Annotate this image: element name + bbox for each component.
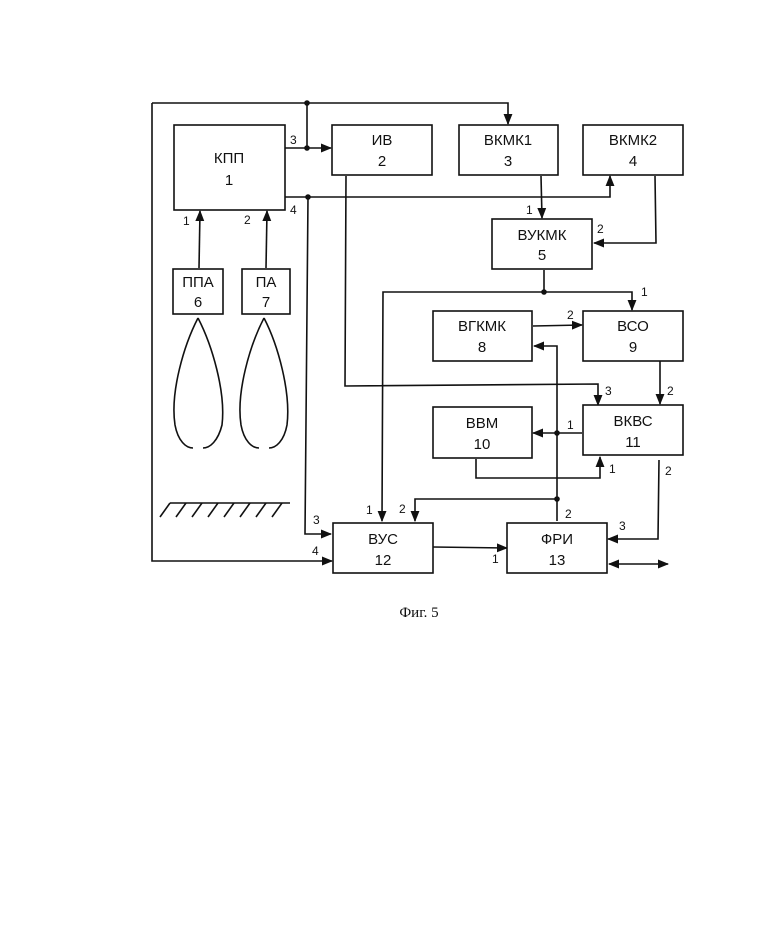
pin-vkvs-3: 3 — [605, 384, 612, 398]
block-vso-name: ВСО — [617, 318, 649, 335]
ground-hatch — [176, 503, 186, 517]
figure-caption: Фиг. 5 — [399, 605, 438, 621]
ground-hatch — [240, 503, 250, 517]
block-kpp-num: 1 — [225, 172, 233, 189]
wire-pa-kpp — [266, 211, 267, 268]
block-vso: ВСО 9 — [583, 311, 683, 361]
block-vkvs: ВКВС 11 — [583, 405, 683, 455]
block-iv: ИВ 2 — [332, 125, 432, 175]
block-vus-name: ВУС — [368, 531, 398, 548]
block-vkvs-num: 11 — [625, 434, 641, 451]
block-vvm-name: ВВМ — [466, 415, 499, 432]
ground-hatch — [224, 503, 234, 517]
wire-vvm-vkvs — [476, 457, 600, 478]
pin-fri-1: 1 — [492, 552, 499, 566]
wire-kpp-vkmk2 — [285, 176, 610, 197]
junction-dot — [304, 100, 310, 106]
ground-hatch — [192, 503, 202, 517]
ground-surface — [160, 503, 290, 517]
pin-vus-3: 3 — [313, 513, 320, 527]
wire-ppa-kpp — [199, 211, 200, 268]
block-vus-num: 12 — [375, 552, 392, 569]
pin-kpp-4: 4 — [290, 203, 297, 217]
block-iv-name: ИВ — [372, 132, 393, 149]
pin-vso-2: 2 — [567, 308, 574, 322]
block-fri: ФРИ 13 — [507, 523, 607, 573]
pin-kpp-2: 2 — [244, 213, 251, 227]
block-vkmk1-name: ВКМК1 — [484, 132, 532, 149]
ground-hatch — [160, 503, 170, 517]
block-vkvs-name: ВКВС — [613, 413, 652, 430]
pin-vukmk-1: 1 — [526, 203, 533, 217]
pin-vus-2: 2 — [399, 502, 406, 516]
ppa-beam-pattern — [174, 318, 223, 448]
block-kpp-name: КПП — [214, 150, 244, 167]
wire-top-bus — [152, 103, 508, 124]
block-pa-num: 7 — [262, 294, 270, 311]
wire-vus-fri — [433, 547, 507, 548]
block-kpp: КПП 1 — [174, 125, 285, 210]
wire-vgkmk-vso — [533, 325, 582, 326]
block-vkmk2-num: 4 — [629, 153, 637, 170]
junction-dot — [554, 496, 560, 502]
pin-fri-3: 3 — [619, 519, 626, 533]
pin-vkvs-1-in: 1 — [609, 462, 616, 476]
block-pa: ПА 7 — [242, 269, 290, 314]
pin-kpp-1: 1 — [183, 214, 190, 228]
pin-vkvs-2-out: 2 — [665, 464, 672, 478]
pin-vukmk-2: 2 — [597, 222, 604, 236]
block-vso-num: 9 — [629, 339, 637, 356]
wire-kpp-vus — [305, 197, 331, 534]
block-vgkmk: ВГКМК 8 — [433, 311, 532, 361]
block-vgkmk-name: ВГКМК — [458, 318, 506, 335]
block-vvm: ВВМ 10 — [433, 407, 532, 458]
pin-vus-4: 4 — [312, 544, 319, 558]
pin-fri-2: 2 — [565, 507, 572, 521]
block-vkmk1-num: 3 — [504, 153, 512, 170]
antenna-patterns — [174, 318, 288, 448]
ground-hatch — [208, 503, 218, 517]
block-fri-name: ФРИ — [541, 531, 573, 548]
ground-hatch — [272, 503, 282, 517]
pa-beam-pattern — [240, 318, 288, 448]
wire-vkmk1-vukmk — [541, 176, 542, 218]
junction-dot — [304, 145, 310, 151]
pin-kpp-3: 3 — [290, 133, 297, 147]
block-vkmk1: ВКМК1 3 — [459, 125, 558, 175]
pin-vus-1: 1 — [366, 503, 373, 517]
wire-fri-vus — [415, 499, 557, 521]
block-vkmk2-name: ВКМК2 — [609, 132, 657, 149]
block-fri-num: 13 — [549, 552, 566, 569]
block-ppa: ППА 6 — [173, 269, 223, 314]
block-ppa-name: ППА — [182, 274, 214, 291]
block-iv-num: 2 — [378, 153, 386, 170]
pin-vso-1: 1 — [641, 285, 648, 299]
block-vgkmk-num: 8 — [478, 339, 486, 356]
pin-vkvs-2-in: 2 — [667, 384, 674, 398]
block-vkmk2: ВКМК2 4 — [583, 125, 683, 175]
block-vukmk: ВУКМК 5 — [492, 219, 592, 269]
block-vus: ВУС 12 — [333, 523, 433, 573]
ground-hatch — [256, 503, 266, 517]
wire-vukmk-vso — [544, 292, 632, 310]
block-vukmk-num: 5 — [538, 247, 546, 264]
block-vukmk-name: ВУКМК — [517, 227, 566, 244]
junction-dot — [305, 194, 311, 200]
pin-vkvs-1-out: 1 — [567, 418, 574, 432]
block-pa-name: ПА — [256, 274, 277, 291]
block-ppa-num: 6 — [194, 294, 202, 311]
junction-dot — [554, 430, 560, 436]
junction-dot — [541, 289, 547, 295]
block-vvm-num: 10 — [474, 436, 491, 453]
